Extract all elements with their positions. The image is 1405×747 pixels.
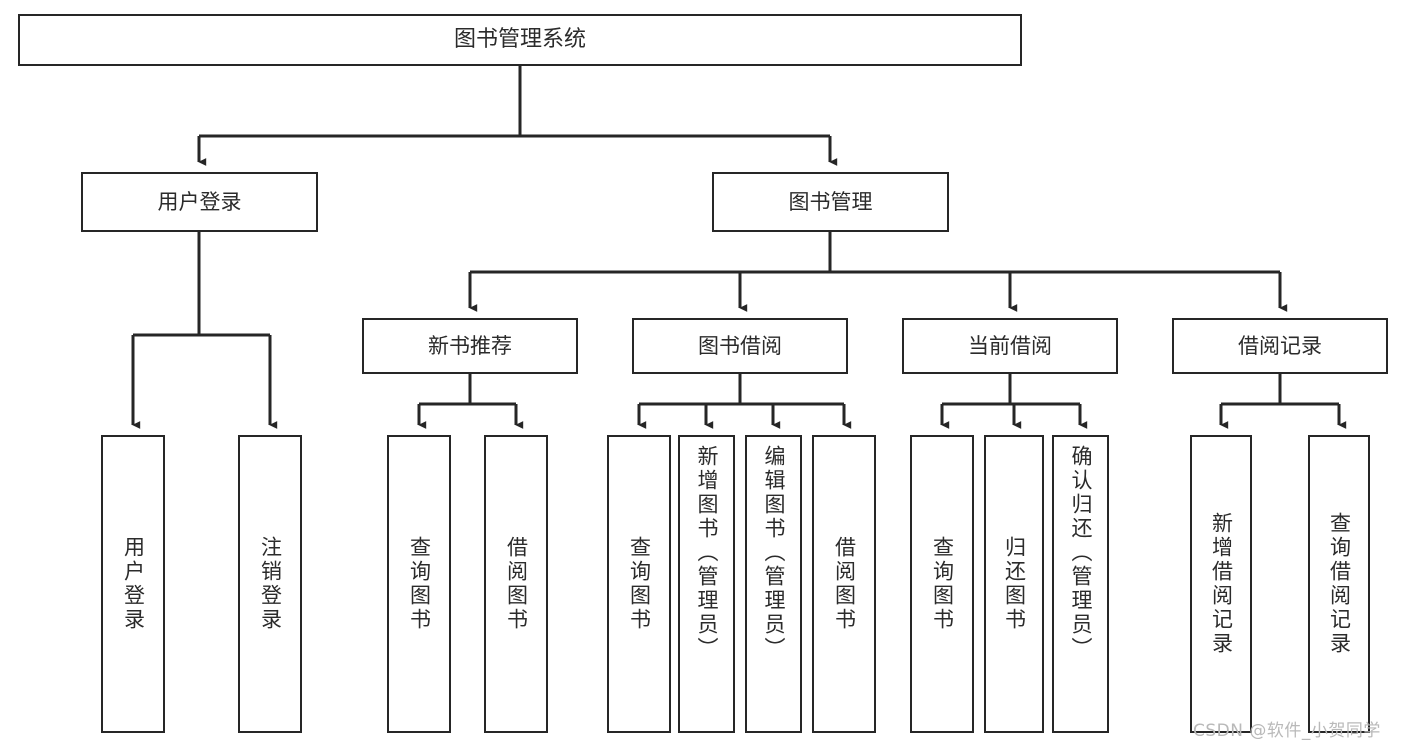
node-leaf-user-login[interactable]: 用户登录 xyxy=(101,435,165,733)
node-leaf-add-borrow-record[interactable]: 新增借阅记录 xyxy=(1190,435,1252,733)
edge-group-new-book-recommend-to-leaves xyxy=(417,374,524,429)
node-new-book-recommend[interactable]: 新书推荐 xyxy=(362,318,578,374)
node-borrow-record[interactable]: 借阅记录 xyxy=(1172,318,1388,374)
node-leaf-borrow-book-2[interactable]: 借阅图书 xyxy=(812,435,876,733)
csdn-watermark: CSDN @软件_小贺同学 xyxy=(1193,721,1381,741)
node-leaf-borrow-book-2-label: 借阅图书 xyxy=(832,536,857,632)
node-leaf-return-book-label: 归还图书 xyxy=(1002,536,1027,632)
node-leaf-return-book[interactable]: 归还图书 xyxy=(984,435,1044,733)
node-leaf-borrow-book-1[interactable]: 借阅图书 xyxy=(484,435,548,733)
node-leaf-query-book-3[interactable]: 查询图书 xyxy=(910,435,974,733)
node-user-login[interactable]: 用户登录 xyxy=(81,172,318,232)
node-leaf-query-borrow-record-label: 查询借阅记录 xyxy=(1327,512,1352,656)
node-book-management-label: 图书管理 xyxy=(788,189,873,214)
node-book-management[interactable]: 图书管理 xyxy=(712,172,949,232)
node-borrow-record-label: 借阅记录 xyxy=(1238,333,1322,358)
node-current-borrow[interactable]: 当前借阅 xyxy=(902,318,1118,374)
node-leaf-add-book-admin-label: 新增图书（管理员） xyxy=(695,445,719,661)
node-leaf-edit-book-admin[interactable]: 编辑图书（管理员） xyxy=(745,435,802,733)
node-leaf-add-book-admin[interactable]: 新增图书（管理员） xyxy=(678,435,735,733)
edge-group-borrow-record-to-leaves xyxy=(1219,374,1347,429)
node-leaf-edit-book-admin-label: 编辑图书（管理员） xyxy=(762,445,786,661)
node-leaf-add-borrow-record-label: 新增借阅记录 xyxy=(1209,512,1234,656)
node-book-borrow[interactable]: 图书借阅 xyxy=(632,318,848,374)
node-new-book-recommend-label: 新书推荐 xyxy=(428,333,512,358)
edge-group-current-borrow-to-leaves xyxy=(940,374,1088,429)
edge-group-book-borrow-to-leaves xyxy=(637,374,852,429)
node-book-borrow-label: 图书借阅 xyxy=(698,333,782,358)
node-leaf-confirm-return-admin[interactable]: 确认归还（管理员） xyxy=(1052,435,1109,733)
node-leaf-query-borrow-record[interactable]: 查询借阅记录 xyxy=(1308,435,1370,733)
node-leaf-query-book-2-label: 查询图书 xyxy=(627,536,652,632)
node-leaf-logout[interactable]: 注销登录 xyxy=(238,435,302,733)
node-leaf-query-book-1[interactable]: 查询图书 xyxy=(387,435,451,733)
node-leaf-confirm-return-admin-label: 确认归还（管理员） xyxy=(1069,445,1093,661)
node-root[interactable]: 图书管理系统 xyxy=(18,14,1022,66)
edge-group-book-management-to-level2 xyxy=(468,232,1288,312)
node-leaf-query-book-3-label: 查询图书 xyxy=(930,536,955,632)
node-leaf-user-login-label: 用户登录 xyxy=(121,536,146,632)
node-leaf-borrow-book-1-label: 借阅图书 xyxy=(504,536,529,632)
node-user-login-label: 用户登录 xyxy=(157,189,242,214)
edge-group-user-login-to-leaves xyxy=(131,232,278,429)
node-leaf-query-book-1-label: 查询图书 xyxy=(407,536,432,632)
node-root-label: 图书管理系统 xyxy=(453,27,586,53)
node-current-borrow-label: 当前借阅 xyxy=(968,333,1052,358)
node-leaf-logout-label: 注销登录 xyxy=(258,536,283,632)
node-leaf-query-book-2[interactable]: 查询图书 xyxy=(607,435,671,733)
edge-group-root-to-level1 xyxy=(197,66,838,166)
